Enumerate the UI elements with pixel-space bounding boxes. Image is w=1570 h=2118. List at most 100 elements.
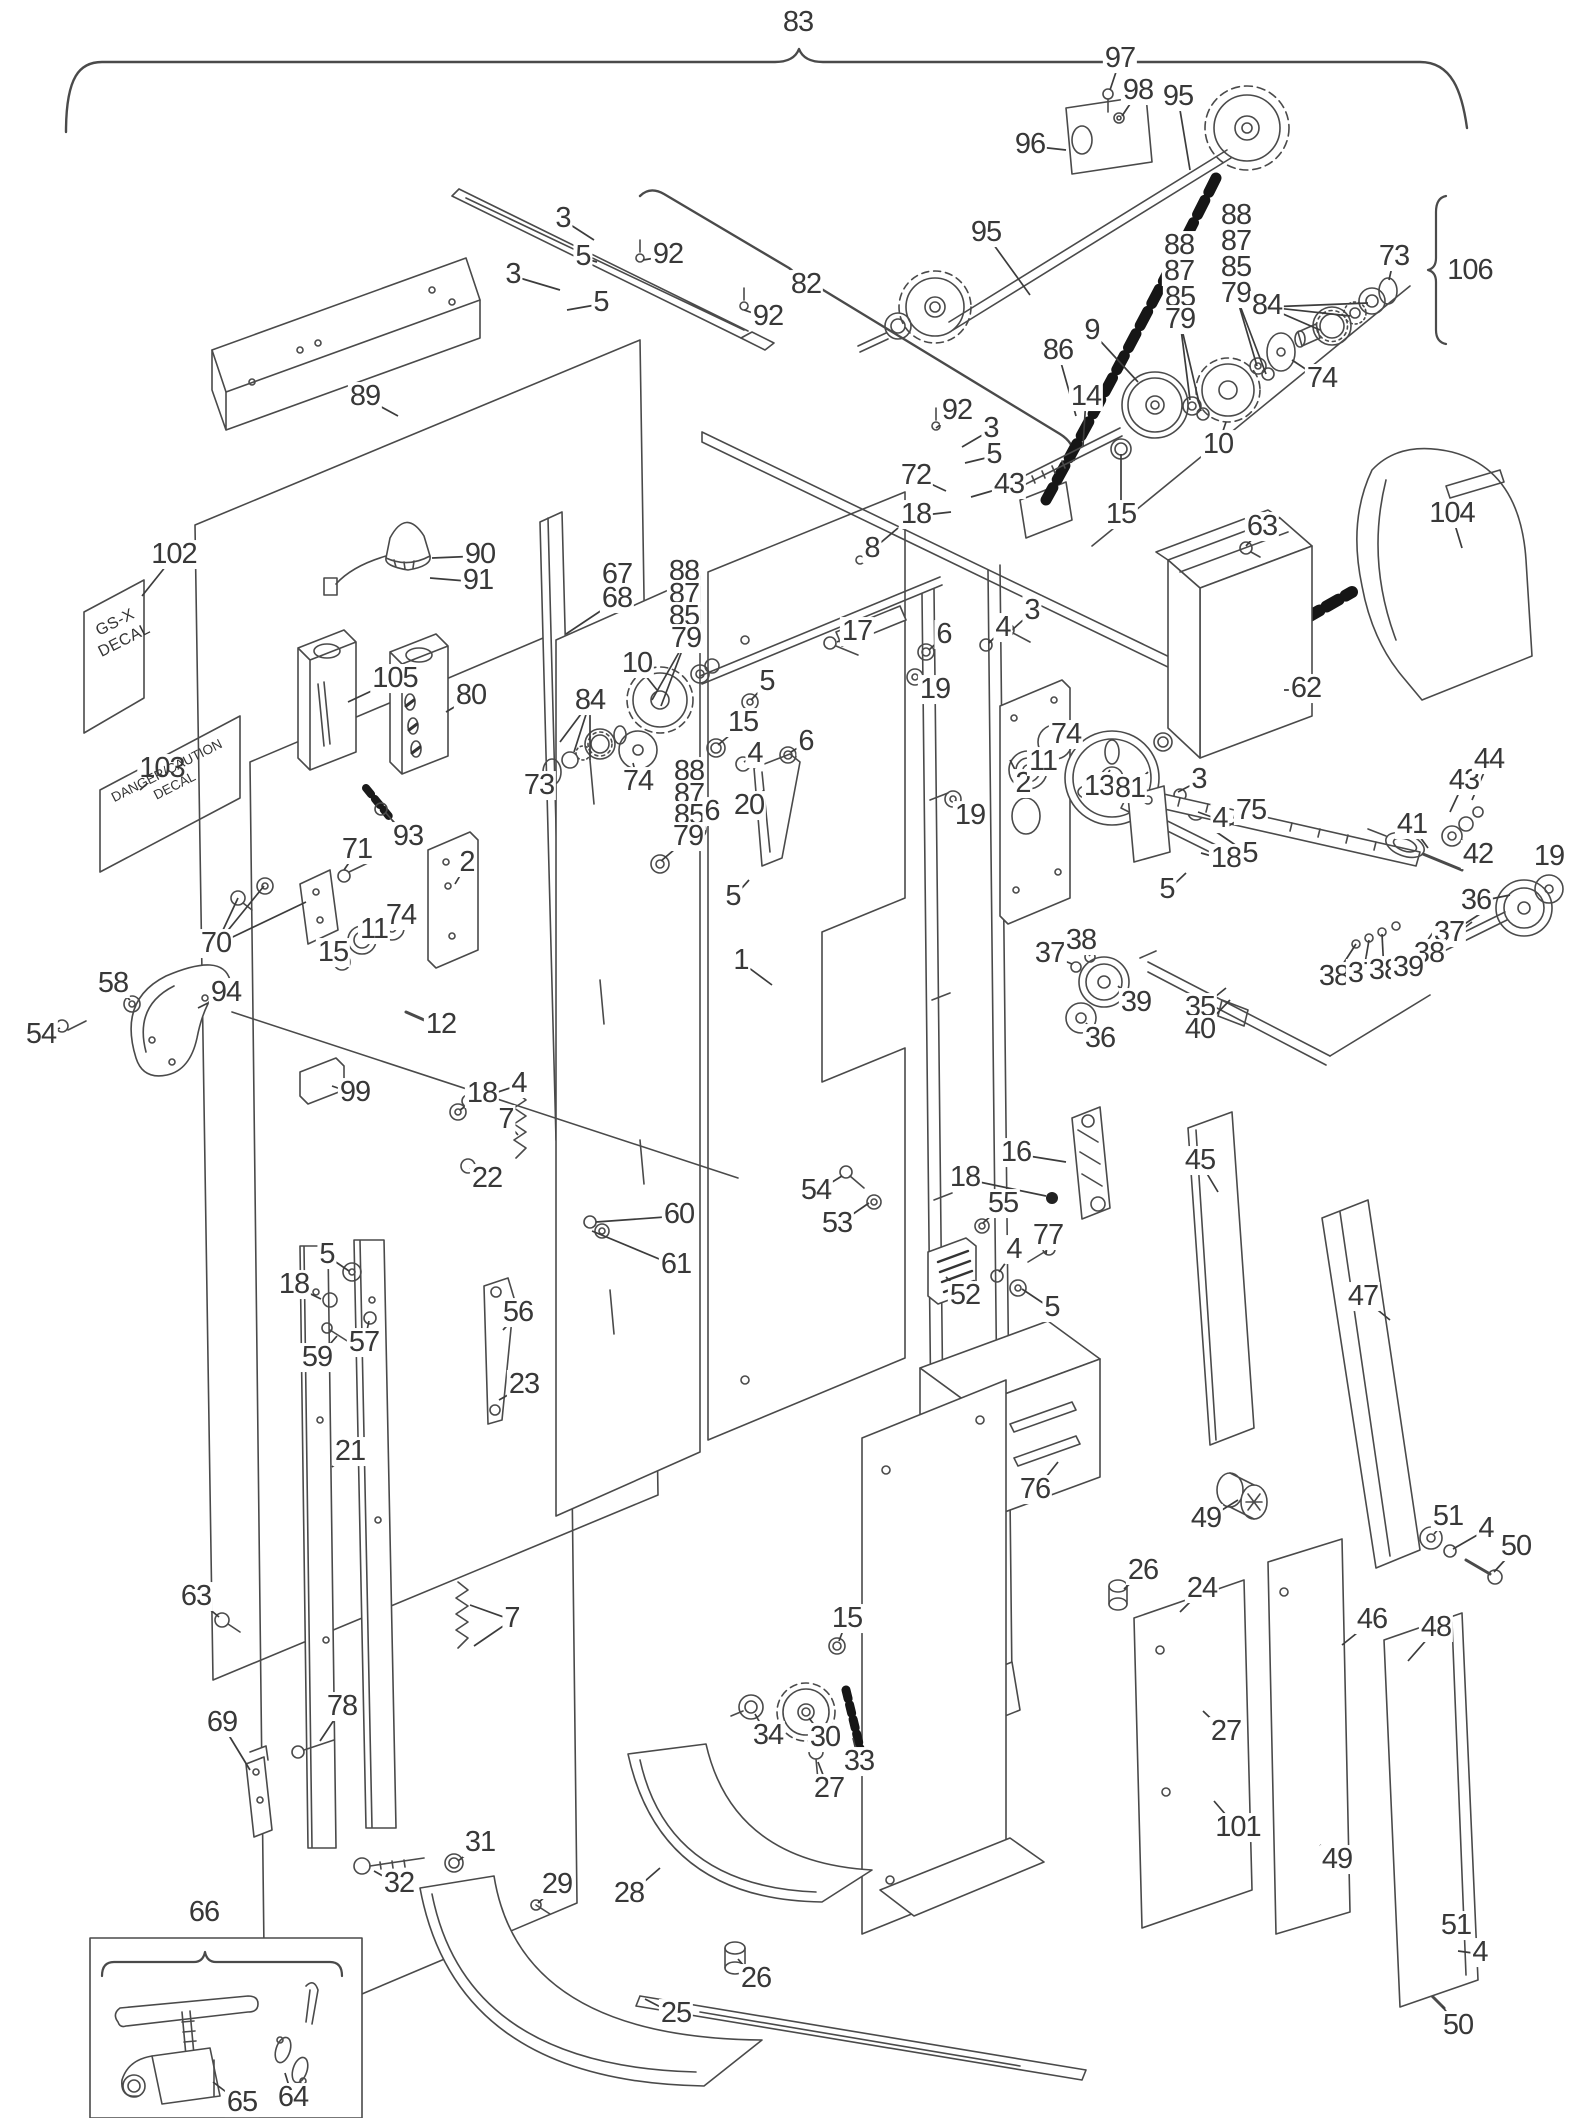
callout-92: 92: [650, 238, 686, 271]
callout-62: 62: [1288, 672, 1324, 705]
callout-15: 15: [1103, 498, 1139, 531]
pawl-16: [1046, 1106, 1111, 1220]
panel-24-hole: [1155, 1645, 1165, 1655]
decal-plate-gsx: [83, 579, 145, 734]
callout-4: 4: [993, 611, 1013, 644]
callout-53: 53: [819, 1207, 855, 1240]
callout-4: 4: [1210, 802, 1230, 835]
callout-3: 3: [1189, 763, 1209, 796]
callout-33: 33: [841, 1745, 877, 1778]
callout-92: 92: [939, 394, 975, 427]
callout-36: 36: [1458, 884, 1494, 917]
callout-3: 3: [503, 258, 523, 291]
callout-18: 18: [276, 1268, 312, 1301]
callout-95: 95: [1160, 80, 1196, 113]
drum-9-cluster: [1019, 277, 1411, 547]
callout-75: 75: [1233, 794, 1269, 827]
callout-54: 54: [798, 1174, 834, 1207]
callout-82: 82: [788, 268, 824, 301]
frame-sheet-rear: [194, 339, 659, 1681]
callout-37: 37: [1032, 937, 1068, 970]
frame-sheet-front: [249, 629, 578, 2036]
callout-78: 78: [324, 1690, 360, 1723]
callout-93: 93: [390, 820, 426, 853]
callout-49: 49: [1319, 1843, 1355, 1876]
callout-18: 18: [464, 1077, 500, 1110]
callout-98: 98: [1120, 74, 1156, 107]
callout-38: 38: [1316, 960, 1352, 993]
callout-58: 58: [95, 967, 131, 1000]
callout-26: 26: [738, 1962, 774, 1995]
callout-11: 11: [357, 913, 391, 946]
callout-85: 85: [1218, 251, 1254, 284]
callout-45: 45: [1182, 1144, 1218, 1177]
panel-46-hole: [1279, 1587, 1289, 1597]
callout-66: 66: [186, 1896, 222, 1929]
callout-4: 4: [1470, 1936, 1490, 1969]
callout-38: 38: [1063, 924, 1099, 957]
callout-70: 70: [198, 927, 234, 960]
callout-79: 79: [668, 622, 704, 655]
callout-65: 65: [224, 2086, 260, 2118]
callout-31: 31: [462, 1826, 498, 1859]
callout-22: 22: [469, 1162, 505, 1195]
callout-5: 5: [591, 286, 611, 319]
panel-45: [1187, 1111, 1255, 1446]
callout-99: 99: [337, 1076, 373, 1109]
callout-5: 5: [984, 438, 1004, 471]
callout-42: 42: [1460, 838, 1496, 871]
callout-4: 4: [1004, 1233, 1024, 1266]
callout-34: 34: [750, 1719, 786, 1752]
bottom-rail: [635, 1995, 1087, 2081]
callout-51: 51: [1438, 1909, 1474, 1942]
callout-81: 81: [1112, 772, 1148, 805]
callout-84: 84: [572, 684, 608, 717]
callout-68: 68: [599, 582, 635, 615]
beacon-90-91: [323, 521, 431, 596]
callout-19: 19: [952, 799, 988, 832]
callout-6: 6: [934, 618, 954, 651]
callout-5: 5: [1157, 873, 1177, 906]
leader-line-79: [1179, 320, 1191, 401]
callout-80: 80: [453, 679, 489, 712]
callout-40: 40: [1182, 1013, 1218, 1046]
callout-95: 95: [968, 216, 1004, 249]
callout-13: 13: [1081, 770, 1117, 803]
callout-39: 39: [1118, 986, 1154, 1019]
callout-47: 47: [1345, 1280, 1381, 1313]
panel-46: [1267, 1538, 1351, 1935]
callout-64: 64: [275, 2081, 311, 2114]
callout-32: 32: [381, 1867, 417, 1900]
callout-23: 23: [506, 1368, 542, 1401]
callout-5: 5: [723, 880, 743, 913]
rail-8: [701, 431, 1235, 698]
callout-24: 24: [1184, 1572, 1220, 1605]
callout-15: 15: [725, 706, 761, 739]
callout-10: 10: [1200, 428, 1236, 461]
callout-6: 6: [796, 725, 816, 758]
sprocket-30-cluster: [730, 1637, 867, 1761]
callout-50: 50: [1440, 2009, 1476, 2042]
callout-30: 30: [807, 1721, 843, 1754]
callout-4: 4: [1476, 1512, 1496, 1545]
callout-18: 18: [1208, 842, 1244, 875]
callout-101: 101: [1213, 1811, 1263, 1844]
callout-9: 9: [1082, 314, 1102, 347]
callout-8: 8: [862, 532, 882, 565]
callout-5: 5: [573, 240, 593, 273]
callout-63: 63: [1244, 510, 1280, 543]
callout-49: 49: [1188, 1502, 1224, 1535]
brace-106: [1426, 194, 1448, 346]
callout-89: 89: [347, 380, 383, 413]
callout-18: 18: [898, 498, 934, 531]
callout-87: 87: [1161, 255, 1197, 288]
callout-16: 16: [998, 1136, 1034, 1169]
callout-19: 19: [917, 673, 953, 706]
callout-50: 50: [1498, 1530, 1534, 1563]
callout-15: 15: [315, 936, 351, 969]
leader-line-79: [1235, 294, 1267, 375]
callout-76: 76: [1017, 1473, 1053, 1506]
